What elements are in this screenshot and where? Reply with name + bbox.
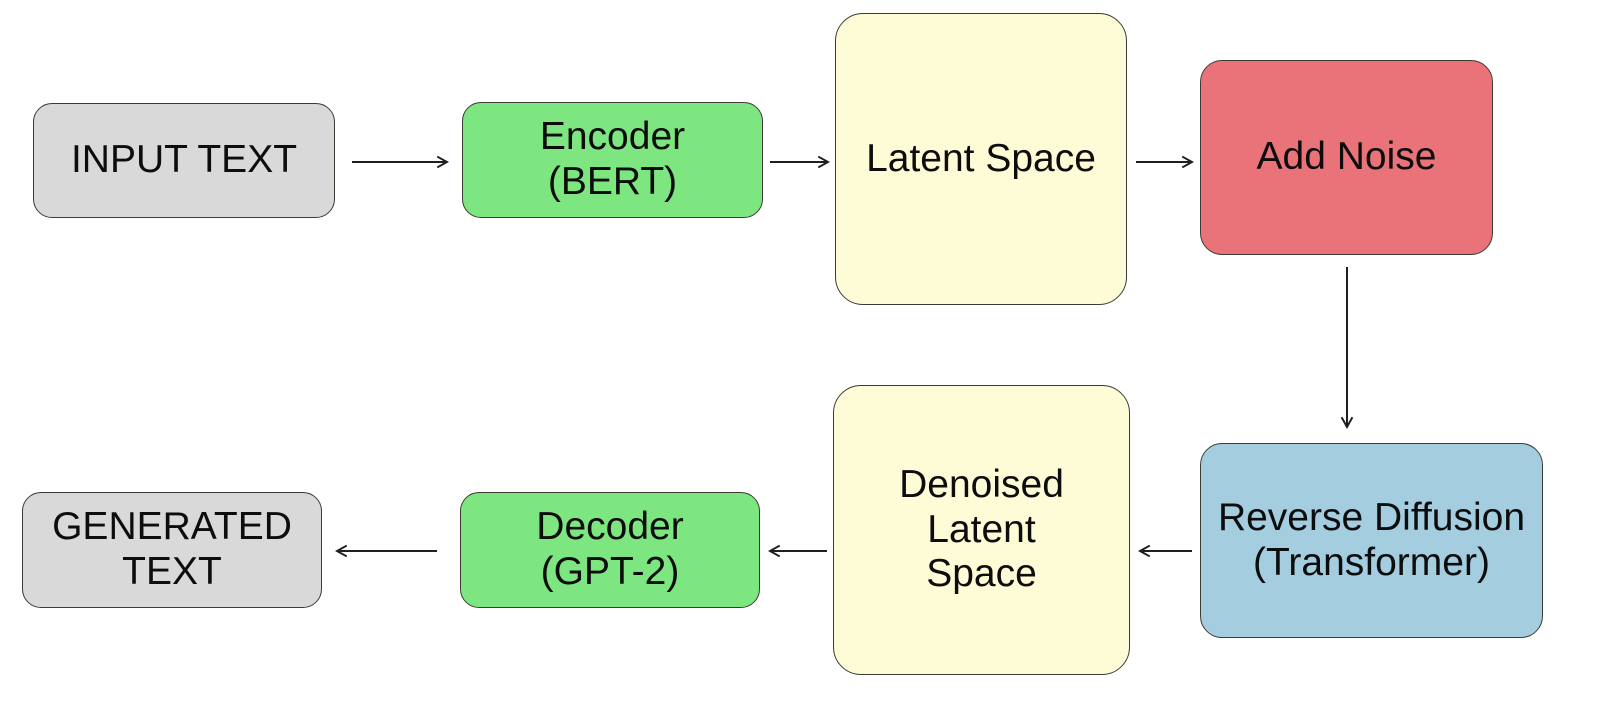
node-generated-text: GENERATED TEXT [22, 492, 322, 608]
node-add-noise: Add Noise [1200, 60, 1493, 255]
node-denoised-latent-space: Denoised Latent Space [833, 385, 1130, 675]
node-decoder-gpt2: Decoder (GPT-2) [460, 492, 760, 608]
node-input-text: INPUT TEXT [33, 103, 335, 218]
node-latent-space: Latent Space [835, 13, 1127, 305]
node-reverse-diffusion: Reverse Diffusion (Transformer) [1200, 443, 1543, 638]
node-encoder-bert: Encoder (BERT) [462, 102, 763, 218]
